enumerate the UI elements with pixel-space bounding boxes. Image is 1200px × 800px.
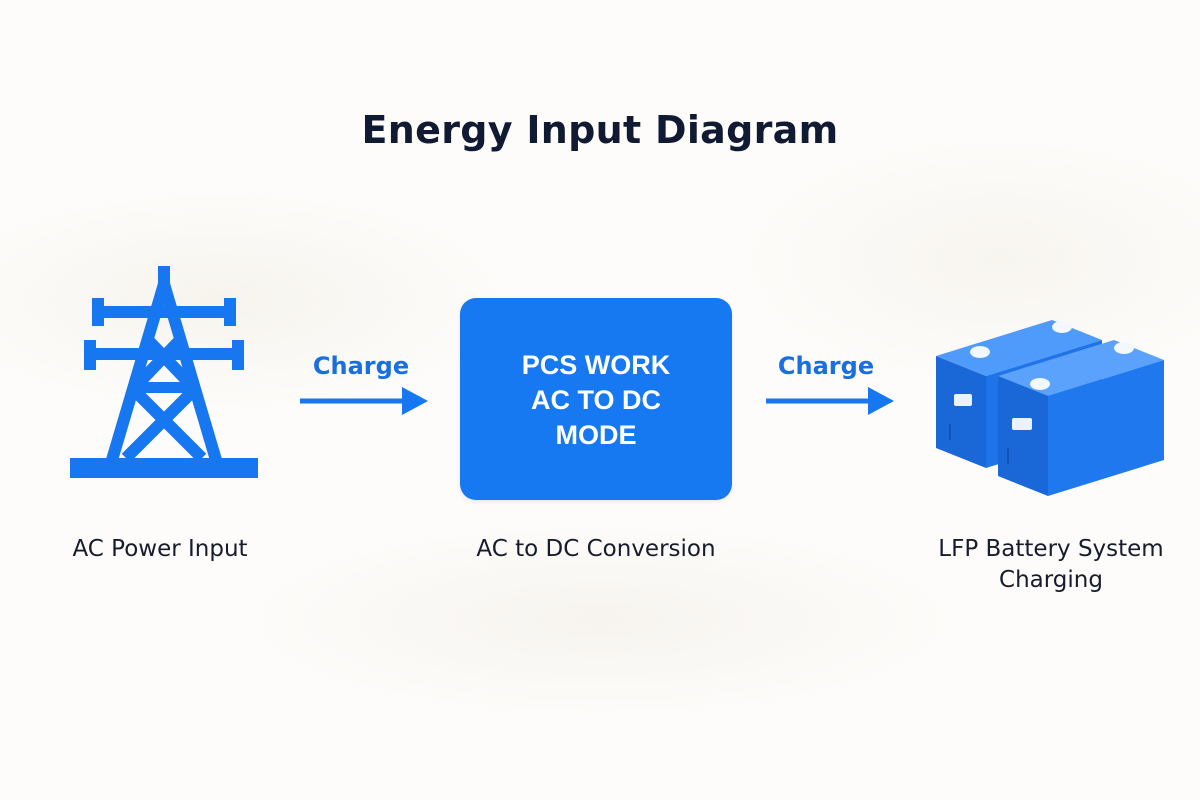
flow-arrow-2 xyxy=(766,387,894,415)
caption-lfp-line-2: Charging xyxy=(999,567,1103,593)
pcs-line-3: MODE xyxy=(555,420,637,450)
pcs-line-2: AC TO DC xyxy=(530,385,661,415)
caption-ac-power-input: AC Power Input xyxy=(72,536,248,562)
pcs-box-text: PCS WORK AC TO DC MODE xyxy=(460,348,732,453)
caption-lfp-line-1: LFP Battery System xyxy=(938,536,1164,562)
diagram-title: Energy Input Diagram xyxy=(361,108,839,152)
edge-label-charge-2: Charge xyxy=(777,352,875,380)
flow-arrow-1 xyxy=(300,387,428,415)
edge-label-charge-1: Charge xyxy=(312,352,410,380)
battery-icon xyxy=(936,320,1164,496)
pcs-box: PCS WORK AC TO DC MODE xyxy=(460,298,732,500)
caption-lfp-battery: LFP Battery System Charging xyxy=(906,534,1196,596)
caption-ac-to-dc-conversion: AC to DC Conversion xyxy=(476,536,716,562)
power-tower-icon xyxy=(70,266,258,478)
pcs-line-1: PCS WORK xyxy=(521,350,671,380)
